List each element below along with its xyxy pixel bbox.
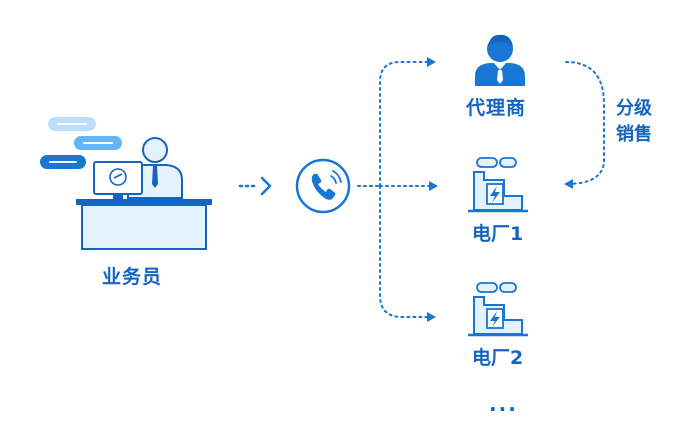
phone-icon — [311, 173, 336, 200]
chevron-right-icon — [260, 176, 272, 196]
salesman-head — [142, 137, 168, 163]
plant2-label: 电厂2 — [472, 347, 524, 369]
distribution-label-line1: 分级 — [616, 98, 652, 119]
monitor-icon — [93, 161, 143, 195]
salesman-illustration — [40, 117, 212, 250]
factory-icon — [468, 282, 528, 337]
agent-label: 代理商 — [466, 97, 527, 119]
distribution-label-line2: 销售 — [616, 124, 652, 145]
edge-phone-agent — [379, 57, 436, 187]
edge-phone-plant2 — [379, 185, 436, 322]
tie-icon — [152, 166, 158, 188]
person-icon — [475, 34, 525, 86]
distribution-label: 分级 销售 — [616, 96, 652, 148]
desk-front — [81, 204, 207, 250]
edge-agent-plant1 — [564, 61, 605, 189]
plant1-label: 电厂1 — [472, 223, 524, 245]
factory-icon — [468, 157, 528, 213]
desk — [76, 199, 212, 205]
salesman-label: 业务员 — [102, 266, 163, 288]
phone-node — [295, 158, 351, 214]
more-ellipsis: ... — [489, 392, 518, 416]
